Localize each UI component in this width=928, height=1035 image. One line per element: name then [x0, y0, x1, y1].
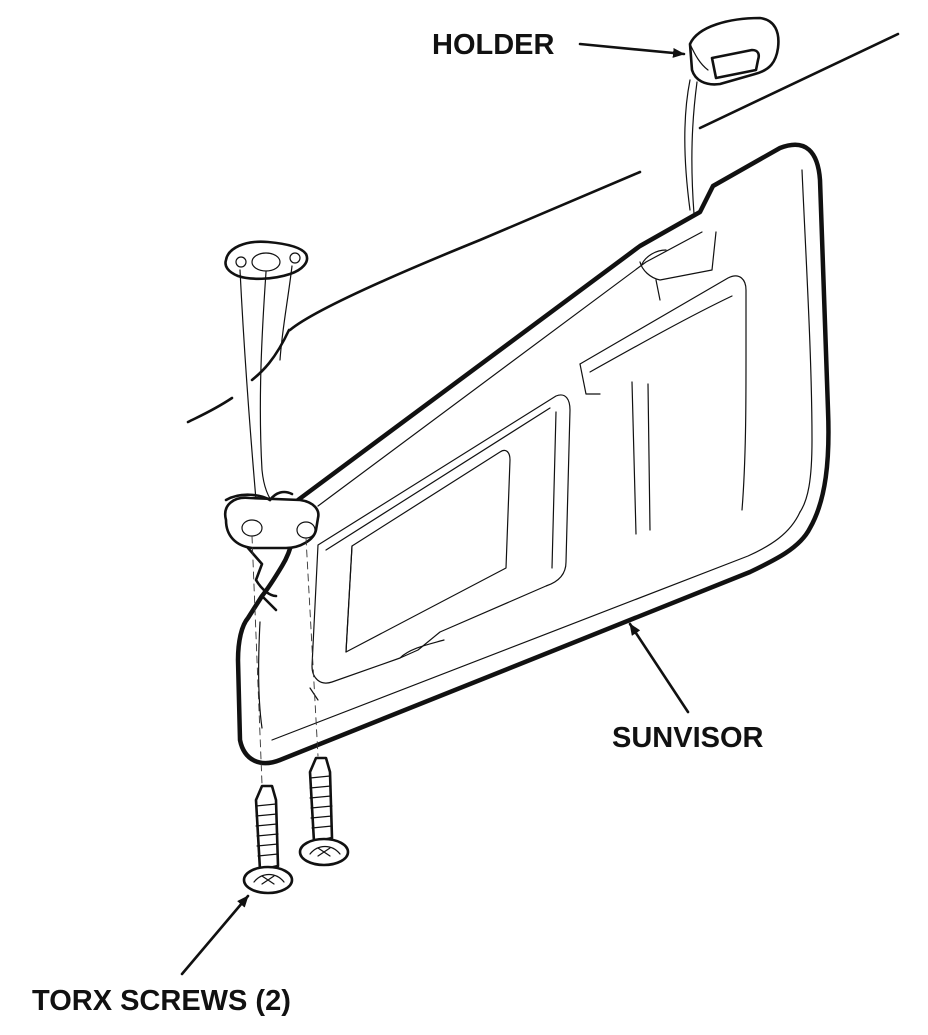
- torx-screws-label: TORX SCREWS (2): [32, 985, 291, 1017]
- headliner-edge: [186, 32, 900, 424]
- mount-bracket-lower: [223, 490, 320, 612]
- screw-alignment-lines: [251, 535, 319, 785]
- sunvisor-label: SUNVISOR: [612, 722, 764, 754]
- torx-screw-right: [298, 756, 350, 867]
- holder-clip: [684, 16, 780, 215]
- holder-arrow: [578, 42, 686, 58]
- mount-bracket-upper: [224, 240, 309, 506]
- sunvisor-arrow: [628, 622, 690, 714]
- torx-screw-left: [242, 784, 294, 895]
- holder-label: HOLDER: [432, 29, 555, 61]
- leader-arrows: [180, 42, 690, 976]
- torx-screws-arrow: [180, 894, 250, 976]
- sunvisor-body: [235, 142, 831, 766]
